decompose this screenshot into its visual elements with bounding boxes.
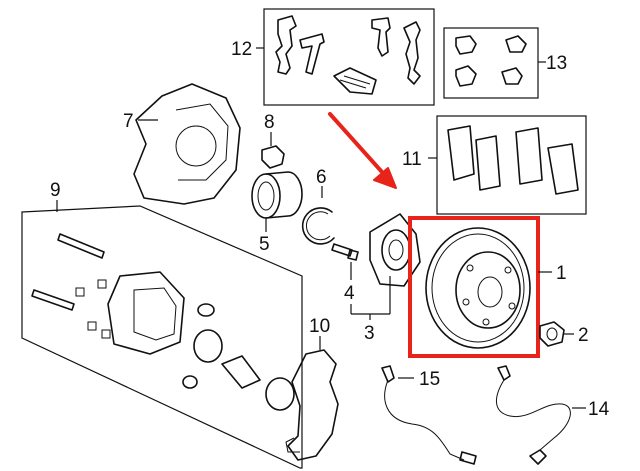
clip-shape: [403, 21, 421, 85]
hardware-kit-group[interactable]: [263, 8, 435, 106]
hub-nut[interactable]: [539, 321, 565, 347]
guide-pin: [57, 233, 105, 259]
callout-9: 9: [50, 180, 61, 201]
rotor-hat: [455, 251, 521, 329]
clip-shape: [501, 67, 523, 85]
ring-shape: [301, 207, 335, 245]
snap-ring[interactable]: [301, 207, 335, 245]
callout-2: 2: [578, 325, 589, 346]
callout-6: 6: [316, 167, 327, 188]
caliper-kit-group[interactable]: [21, 205, 303, 469]
bracket-shape: [287, 349, 339, 461]
rotor-outer: [425, 227, 531, 349]
bearing-face: [251, 173, 281, 219]
callout-15: 15: [419, 369, 440, 390]
brake-pads-box: [436, 115, 587, 215]
abs-sensor-front[interactable]: [381, 365, 477, 465]
shim-shape: [333, 67, 377, 95]
callout-7: 7: [123, 111, 134, 132]
callout-13: 13: [546, 53, 567, 74]
sensor-head: [497, 365, 511, 381]
guide-clips-group[interactable]: [443, 27, 539, 99]
rotor-highlight-box: [408, 216, 540, 358]
pad-shape: [475, 135, 501, 191]
caliper-body: [107, 271, 185, 355]
wheel-hub[interactable]: [369, 213, 421, 287]
highlight-arrow: [328, 112, 397, 189]
wheel-bearing[interactable]: [251, 171, 303, 219]
callout-14: 14: [588, 399, 610, 420]
caliper-bracket[interactable]: [285, 349, 339, 461]
callout-12: 12: [231, 39, 252, 60]
bolt-head: [261, 145, 285, 169]
hardware-kit-box: [263, 8, 435, 106]
guide-pin: [31, 289, 75, 311]
piston: [221, 355, 261, 389]
clip-shape: [371, 17, 391, 57]
hub-bolt[interactable]: [261, 145, 285, 169]
hub-flange: [369, 213, 421, 287]
brake-rotor[interactable]: [425, 227, 531, 349]
pad-shape: [515, 127, 543, 185]
abs-sensor-rear[interactable]: [496, 365, 571, 465]
pad-shape: [447, 125, 475, 181]
guide-clips-box: [443, 27, 539, 99]
sensor-head: [381, 365, 395, 383]
callout-11: 11: [402, 149, 422, 170]
clip-shape: [455, 65, 477, 87]
brake-pads-group[interactable]: [436, 115, 587, 215]
shield-outline: [133, 83, 241, 205]
clip-shape: [455, 35, 477, 55]
pad-shape: [547, 143, 579, 195]
dust-shield[interactable]: [133, 83, 241, 205]
callout-10: 10: [309, 316, 330, 337]
nut-shape: [539, 321, 565, 347]
clip-shape: [505, 35, 527, 53]
callout-8: 8: [264, 112, 275, 133]
caliper-kit-box: [21, 205, 303, 469]
callout-1: 1: [556, 263, 567, 284]
stud-shape: [331, 243, 353, 257]
callout-4: 4: [344, 283, 355, 304]
callout-3: 3: [364, 323, 375, 344]
wheel-stud[interactable]: [331, 243, 359, 261]
clip-shape: [299, 33, 325, 75]
clip-shape: [275, 15, 297, 75]
callout-5: 5: [259, 234, 270, 255]
